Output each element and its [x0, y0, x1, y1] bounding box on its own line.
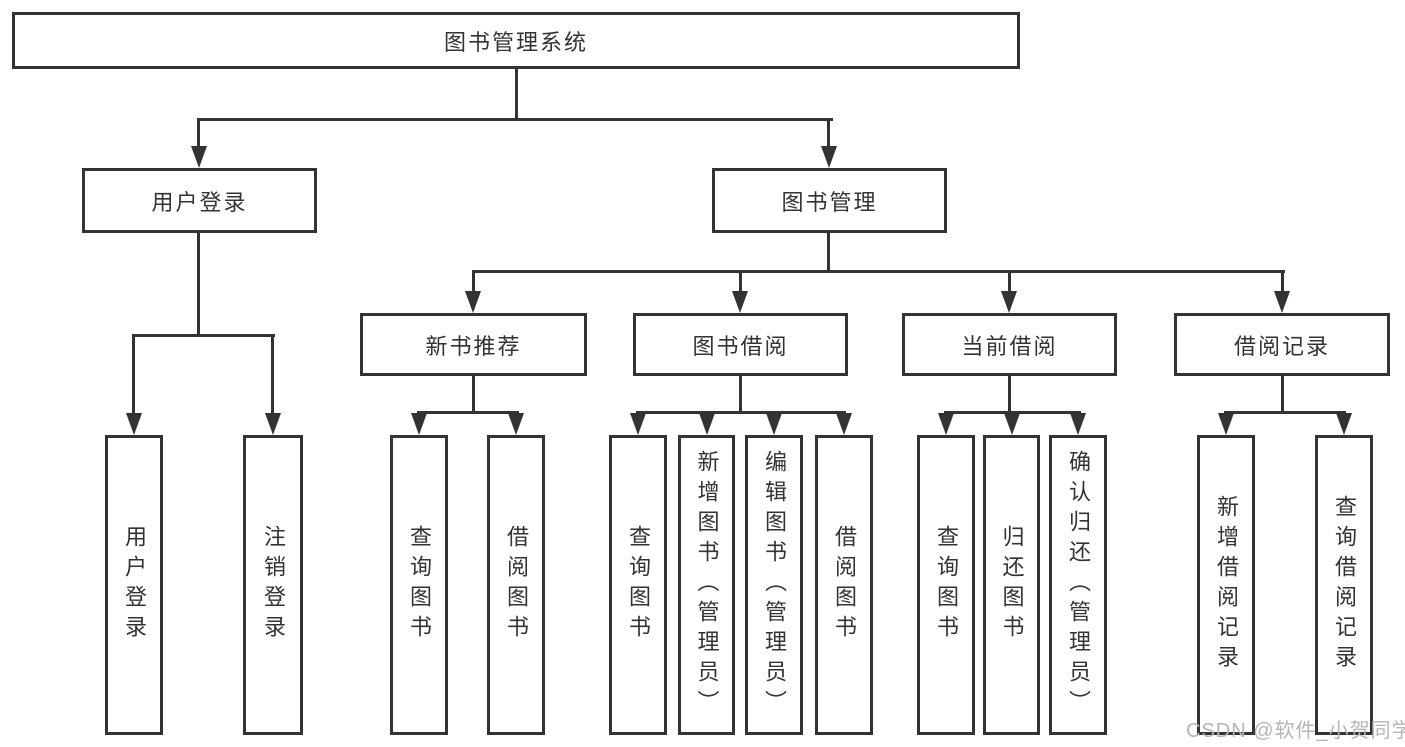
- connector-bookborrow-horizontal: [636, 411, 846, 414]
- arrow-down: [508, 413, 524, 435]
- arrow-down: [630, 413, 646, 435]
- connector-root-vertical: [515, 69, 518, 119]
- arrow-down: [938, 413, 954, 435]
- connector-userlogin-horizontal: [132, 334, 275, 337]
- leaf-newbook-borrow-book: 借阅图书: [487, 435, 545, 735]
- leaf-logout: 注销登录: [243, 435, 303, 735]
- leaf-query-borrow-record: 查询借阅记录: [1315, 435, 1373, 735]
- connector-drop-new-book: [472, 270, 475, 293]
- node-label: 查询图书: [934, 525, 959, 645]
- node-label: 图书管理系统: [443, 29, 588, 55]
- connector-drop-user-login: [197, 118, 200, 148]
- arrow-down: [1001, 291, 1017, 313]
- node-library-management-system: 图书管理系统: [12, 12, 1020, 69]
- arrow-down: [1274, 291, 1290, 313]
- leaf-currentborrow-return-book: 归还图书: [983, 435, 1040, 735]
- connector-bookmgmt-horizontal: [472, 270, 1285, 273]
- connector-drop-book-borrow: [739, 270, 742, 293]
- arrow-down: [1336, 413, 1352, 435]
- leaf-user-login: 用户登录: [105, 435, 163, 735]
- connector-newbook-horizontal: [417, 411, 519, 414]
- connector-newbook-vertical: [472, 376, 475, 414]
- node-label: 注销登录: [261, 525, 286, 645]
- node-label: 图书借阅: [692, 333, 789, 359]
- leaf-currentborrow-confirm-return-admin: 确认归还（管理员）: [1049, 435, 1107, 735]
- node-label: 确认归还（管理员）: [1066, 450, 1091, 720]
- node-label: 新增图书（管理员）: [694, 450, 720, 720]
- csdn-watermark: CSDN @软件_小贺同学: [1186, 720, 1405, 742]
- node-label: 新书推荐: [425, 333, 522, 359]
- leaf-newbook-query-book: 查询图书: [390, 435, 448, 735]
- connector-bookborrow-vertical: [739, 376, 742, 414]
- leaf-bookborrow-edit-book-admin: 编辑图书（管理员）: [745, 435, 803, 735]
- arrow-down: [1070, 413, 1086, 435]
- node-borrowing-records: 借阅记录: [1174, 313, 1390, 376]
- node-label: 用户登录: [122, 525, 147, 645]
- node-label: 查询借阅记录: [1332, 495, 1357, 675]
- leaf-bookborrow-borrow-book: 借阅图书: [815, 435, 873, 735]
- node-label: 借阅记录: [1233, 333, 1330, 359]
- node-label: 用户登录: [151, 189, 248, 215]
- arrow-down: [821, 146, 837, 168]
- node-label: 查询图书: [626, 525, 651, 645]
- node-label: 图书管理: [781, 189, 878, 215]
- connector-userlogin-vertical: [197, 233, 200, 337]
- arrow-down: [265, 413, 281, 435]
- connector-borrowrecord-vertical: [1281, 376, 1284, 414]
- arrow-down: [766, 413, 782, 435]
- arrow-down: [126, 413, 142, 435]
- arrow-down: [1004, 413, 1020, 435]
- node-label: 当前借阅: [961, 333, 1058, 359]
- arrow-down: [465, 291, 481, 313]
- node-user-login: 用户登录: [82, 168, 317, 233]
- arrow-down: [1218, 413, 1234, 435]
- connector-currentborrow-vertical: [1008, 376, 1011, 414]
- connector-drop-borrow-record: [1281, 270, 1284, 293]
- node-new-book-recommend: 新书推荐: [360, 313, 587, 376]
- arrow-down: [191, 146, 207, 168]
- connector-currentborrow-horizontal: [944, 411, 1081, 414]
- connector-drop-book-management: [827, 118, 830, 148]
- connector-drop-leaf-user-login: [132, 334, 135, 415]
- arrow-down: [411, 413, 427, 435]
- connector-bookmgmt-vertical: [827, 233, 830, 273]
- node-label: 查询图书: [407, 525, 432, 645]
- connector-drop-leaf-logout: [271, 334, 274, 415]
- node-label: 借阅图书: [832, 525, 857, 645]
- leaf-add-borrow-record: 新增借阅记录: [1197, 435, 1255, 735]
- node-label: 归还图书: [999, 525, 1025, 645]
- arrow-down: [836, 413, 852, 435]
- connector-root-horizontal: [197, 118, 833, 121]
- node-book-borrowing: 图书借阅: [633, 313, 848, 376]
- node-label: 新增借阅记录: [1214, 495, 1239, 675]
- connector-borrowrecord-horizontal: [1224, 411, 1346, 414]
- arrow-down: [732, 291, 748, 313]
- leaf-bookborrow-query-book: 查询图书: [609, 435, 667, 735]
- connector-drop-current-borrow: [1008, 270, 1011, 293]
- arrow-down: [699, 413, 715, 435]
- node-label: 编辑图书（管理员）: [762, 450, 787, 720]
- node-book-management: 图书管理: [712, 168, 947, 233]
- leaf-currentborrow-query-book: 查询图书: [917, 435, 975, 735]
- node-label: 借阅图书: [504, 525, 529, 645]
- leaf-bookborrow-add-book-admin: 新增图书（管理员）: [678, 435, 735, 735]
- node-current-borrowing: 当前借阅: [902, 313, 1117, 376]
